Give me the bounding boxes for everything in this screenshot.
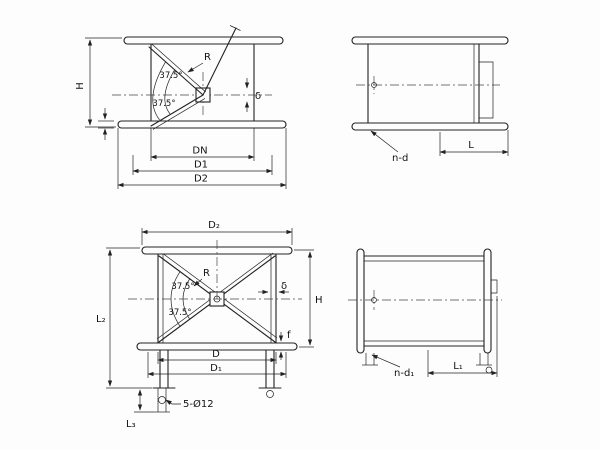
l1-dimension — [427, 296, 498, 377]
bolt-pattern-label: n-d₁ — [394, 368, 414, 379]
delta-label: δ — [255, 91, 261, 102]
l3-dimension — [134, 389, 154, 413]
l-dimension — [439, 130, 509, 156]
valve-body — [363, 255, 498, 347]
dim-label-d2: D₂ — [208, 220, 220, 231]
holes-label: 5-Ø12 — [183, 398, 214, 410]
dim-label-dn: DN — [192, 146, 207, 157]
dim-label-d1: D1 — [194, 160, 208, 171]
d2-dimension — [141, 228, 293, 245]
flanges — [351, 36, 509, 131]
front-view-type-a: 37.5° 37.5° R δ H — [75, 25, 287, 189]
feet — [362, 353, 493, 374]
centerlines — [348, 290, 502, 310]
height-dimension — [294, 249, 314, 348]
dim-label-l2: L₂ — [96, 314, 106, 325]
centerlines — [356, 76, 500, 94]
f-label: f — [287, 330, 291, 341]
side-tab — [491, 279, 498, 294]
height-dimension — [85, 37, 122, 128]
angle-label-upper: 37.5° — [159, 71, 182, 81]
side-view-type-b: n-d₁ L₁ — [348, 248, 502, 379]
centerlines — [128, 240, 302, 300]
diameter-dimensions — [117, 128, 287, 189]
dim-label-l1: L₁ — [453, 361, 463, 372]
dim-label-d: D — [212, 349, 220, 360]
angle-label-lower: 37.5° — [152, 99, 175, 109]
flange-thickness-ticks — [98, 108, 114, 140]
d1-dimension — [147, 352, 287, 378]
valve-body — [367, 43, 494, 124]
dim-label-d1: D₁ — [210, 363, 222, 374]
angle-label-lower: 37.5° — [168, 308, 191, 318]
flanges — [136, 246, 298, 351]
delta-label: δ — [281, 281, 287, 292]
valve-body — [150, 43, 255, 122]
flanges — [356, 248, 492, 354]
angle-label-upper: 37.5° — [171, 282, 194, 292]
radius-label: R — [203, 268, 210, 279]
radius-label: R — [204, 52, 211, 63]
side-bracket — [479, 61, 494, 119]
flanges — [117, 36, 287, 129]
valve-body — [157, 253, 277, 344]
bolt-pattern-label: n-d — [392, 153, 408, 164]
height-label: H — [75, 82, 86, 90]
side-view-type-a: n-d L — [351, 36, 509, 164]
centerlines — [112, 72, 272, 118]
l2-dimension — [106, 247, 152, 389]
height-label: H — [315, 295, 323, 306]
front-view-type-b: D₂ 37.5° 37.5° R — [96, 220, 323, 430]
dim-label-l: L — [468, 140, 474, 151]
dim-label-d2: D2 — [194, 174, 208, 185]
blade-assembly — [148, 25, 241, 130]
dim-label-l3: L₃ — [126, 419, 136, 430]
d-dimension — [157, 352, 277, 364]
